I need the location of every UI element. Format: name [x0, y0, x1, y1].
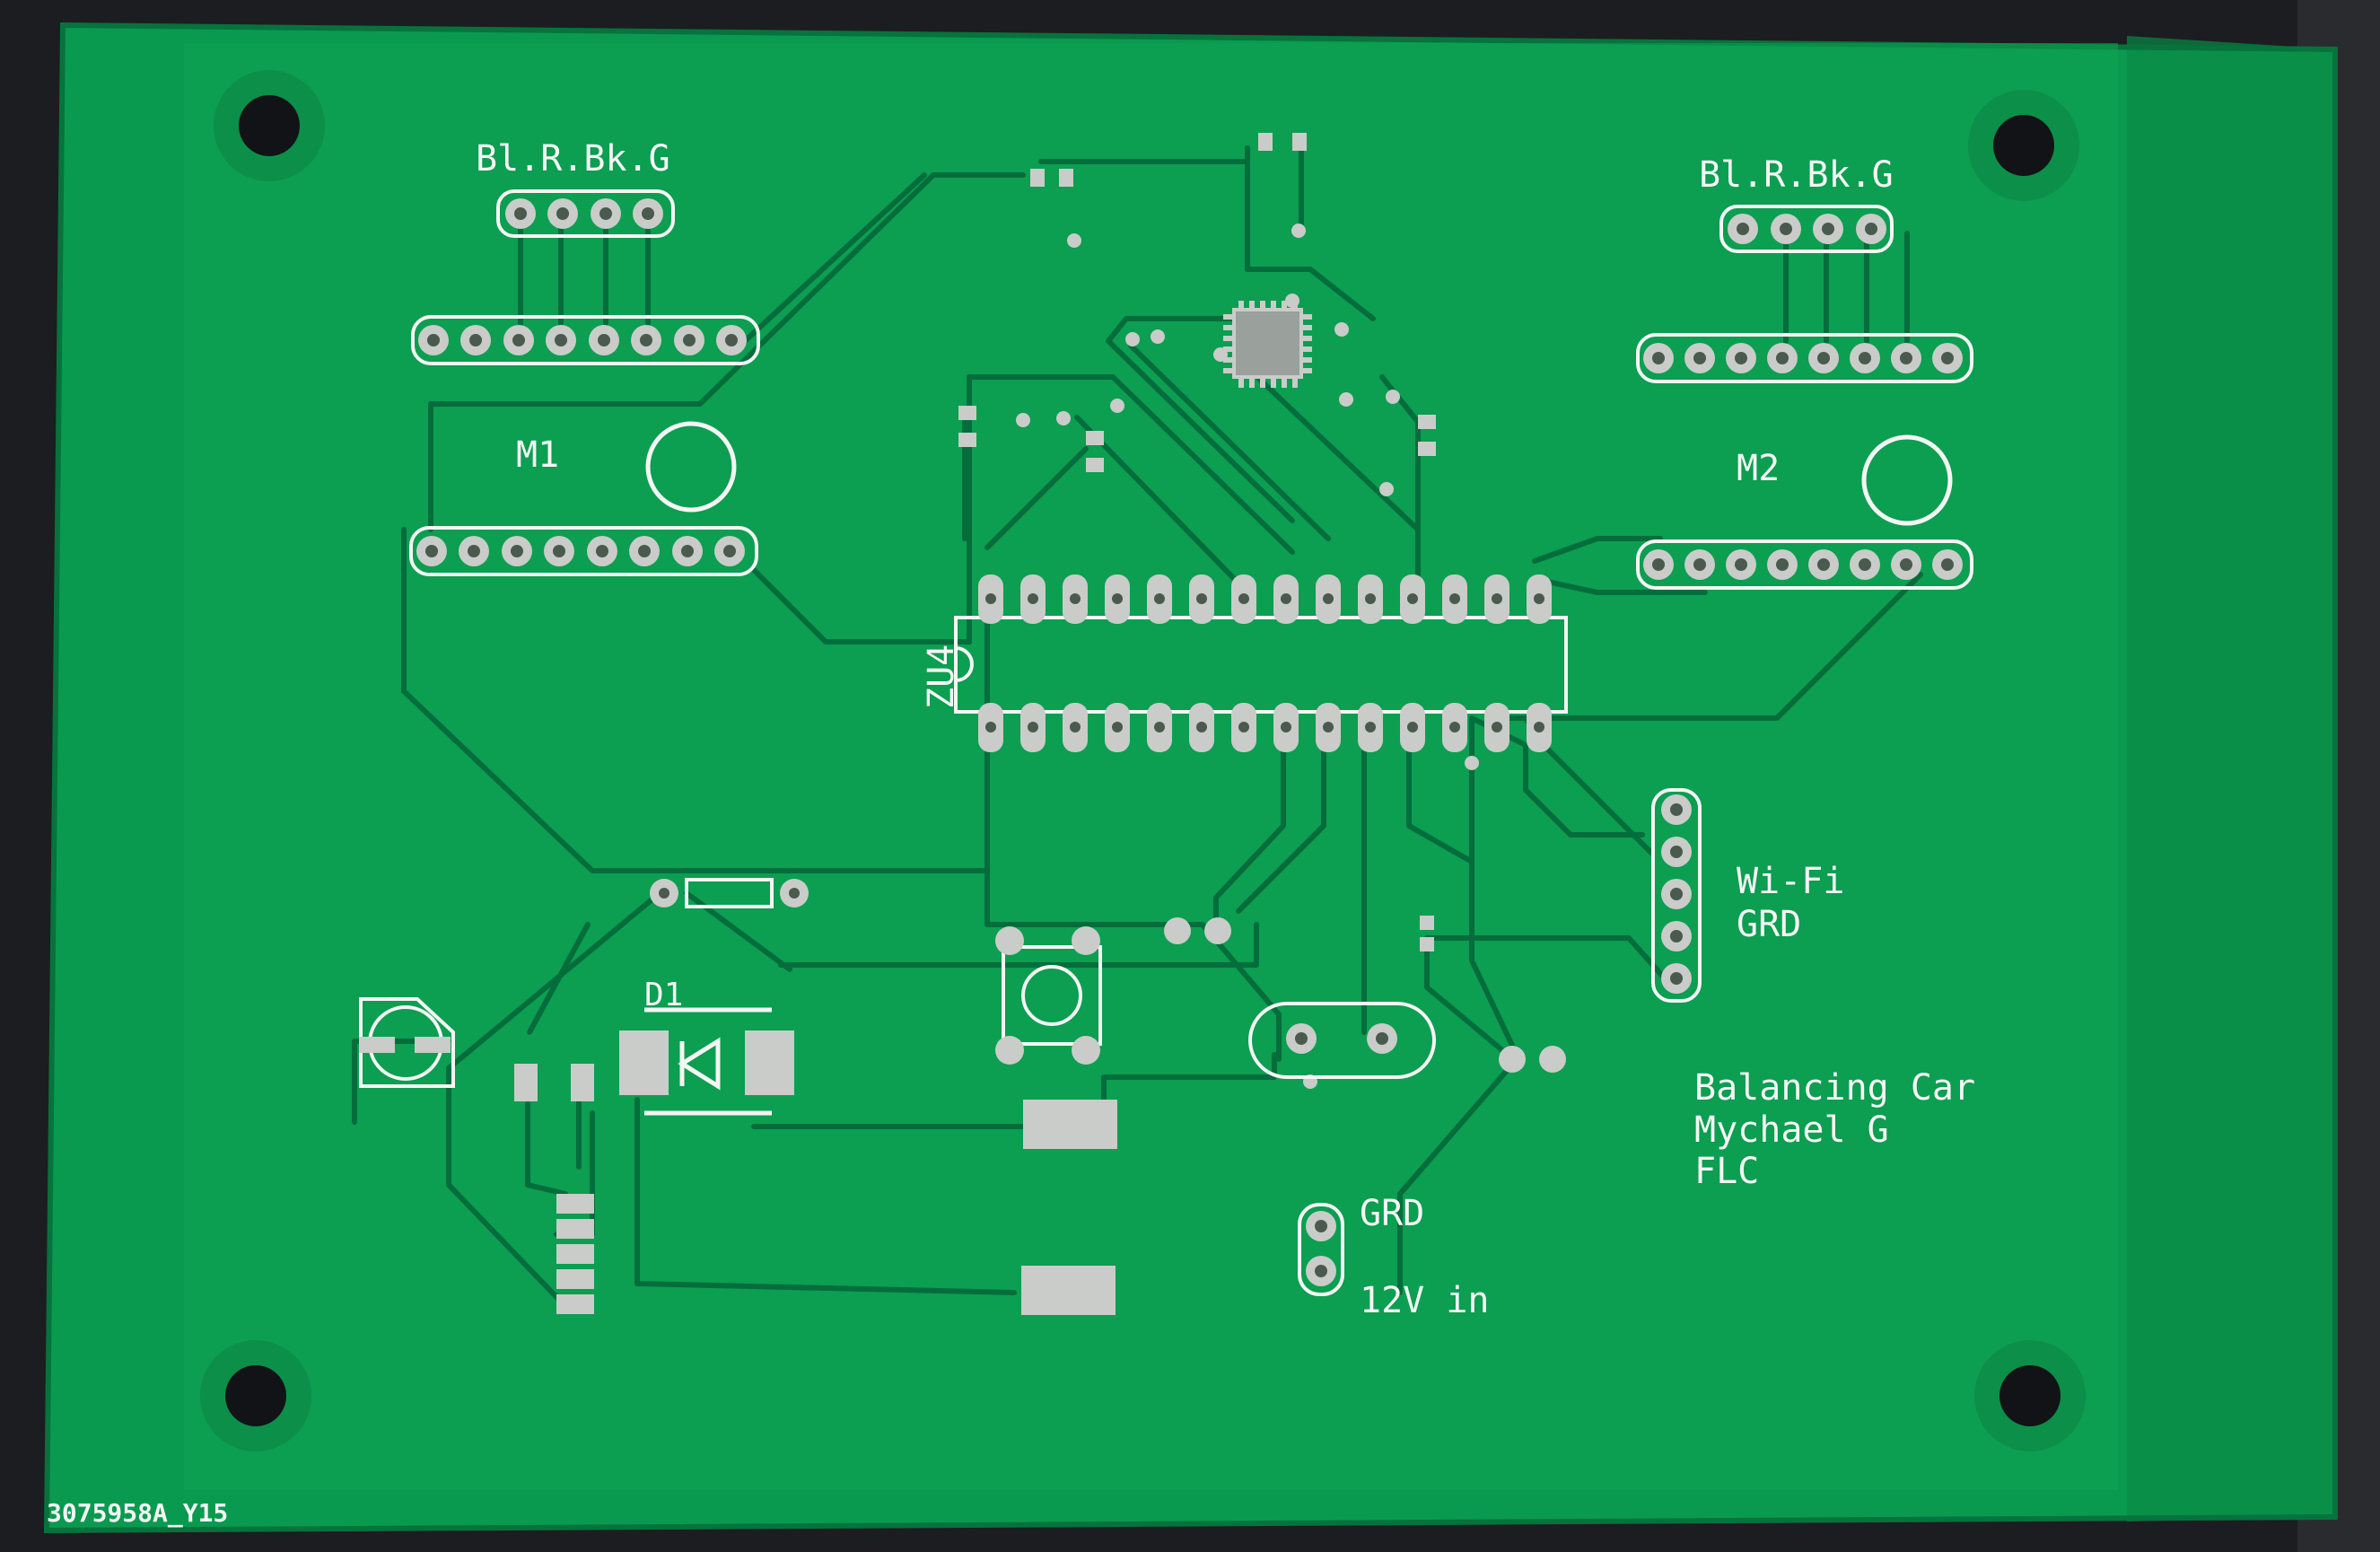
motor-pads [1021, 1100, 1117, 1315]
smd-components-top [958, 133, 1436, 472]
wifi-label: Wi-Fi [1737, 861, 1844, 902]
header-left-top [411, 315, 760, 365]
ic-qfn [1223, 301, 1312, 388]
header-right-bottom-outline [1636, 539, 1973, 590]
regulator [514, 1064, 594, 1314]
ic-u4-notch [955, 646, 974, 682]
reset-switch [995, 926, 1102, 1065]
ic-u4-drill-bottom [985, 722, 1544, 732]
board-org: FLC [1694, 1151, 1759, 1192]
power-ground-label: GRD [1360, 1193, 1424, 1234]
capacitor-c3 [1499, 1046, 1566, 1073]
mounting-hole-bottom-left-drill [225, 1365, 286, 1426]
batch-code: 3075958A_Y15 [47, 1498, 228, 1528]
board-title: Balancing Car [1694, 1067, 1975, 1109]
ic-qfn-body [1232, 308, 1303, 379]
capacitor-c6 [359, 997, 455, 1088]
wifi-header-outline [1651, 788, 1702, 1003]
mounting-holes [200, 70, 2086, 1451]
reset-switch-outline [1002, 945, 1102, 1046]
diode-d1: D1 [619, 977, 794, 1116]
copper-traces [352, 141, 1923, 1304]
connector-right-label: Bl.R.Bk.G [1699, 154, 1894, 196]
power-connector: GRD 12V in [1298, 1193, 1490, 1321]
vias [1016, 224, 1479, 1089]
ic-u4-outline [954, 616, 1568, 714]
ic-u4: ZU4 [921, 574, 1568, 752]
diode-label: D1 [644, 977, 683, 1013]
connector-left-label: Bl.R.Bk.G [476, 138, 670, 180]
header-left-bottom [409, 526, 758, 576]
pcb-board-outline [43, 22, 2338, 1534]
motor-right-label: M2 [1737, 448, 1780, 489]
header-left-top-outline [411, 315, 760, 365]
ic-u4-drill-top [985, 593, 1544, 604]
connector-left-4pin: Bl.R.Bk.G [476, 138, 675, 238]
capacitor-c2 [1164, 917, 1231, 944]
pcb-board-bevel [2127, 36, 2335, 1521]
pcb-solder-mask-area [184, 43, 2118, 1490]
crystal-y1-outline [1248, 1002, 1436, 1079]
mounting-hole-top-right-drill [1993, 115, 2054, 176]
connector-left-4pin-outline [496, 189, 675, 238]
connector-right-4pin: Bl.R.Bk.G [1699, 154, 1894, 253]
header-left-bottom-outline [409, 526, 758, 576]
smd-c1 [1420, 916, 1434, 951]
board-author: Mychael G [1694, 1109, 1889, 1151]
wifi-header: Wi-Fi GRD [1651, 788, 1844, 1003]
power-in-label: 12V in [1360, 1280, 1490, 1321]
capacitor-c6-outline [359, 997, 455, 1088]
resistor-r1 [650, 878, 809, 908]
connector-right-4pin-outline [1719, 205, 1894, 253]
power-connector-outline [1298, 1203, 1344, 1296]
header-right-top [1636, 333, 1973, 383]
header-right-top-outline [1636, 333, 1973, 383]
mounting-hole-top-left-drill [239, 95, 300, 156]
crystal-y1 [1248, 1002, 1436, 1079]
header-right-bottom [1636, 539, 1973, 590]
wifi-ground-label: GRD [1737, 904, 1801, 945]
ic-u4-label: ZU4 [921, 644, 962, 709]
resistor-r1-outline [685, 878, 774, 908]
motor-left-label: M1 [516, 434, 559, 476]
mounting-hole-bottom-right-drill [1999, 1365, 2061, 1426]
motor-left-circle [645, 421, 737, 513]
motor-right-circle [1861, 434, 1953, 526]
